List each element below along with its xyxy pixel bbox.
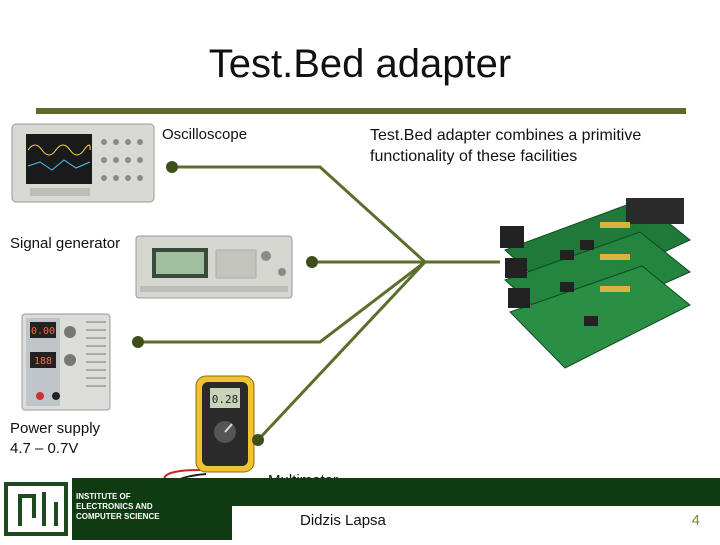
presenter-name: Didzis Lapsa: [300, 512, 386, 529]
connection-endpoints: [132, 161, 318, 446]
power-supply-range: 4.7 – 0.7V: [10, 440, 79, 457]
adapter-description-line2: functionality of these facilities: [370, 148, 578, 165]
adapter-description: Test.Bed adapter combines a primitive fu…: [370, 125, 641, 167]
multimeter-image: 0.28: [163, 375, 271, 505]
institute-logo: [0, 478, 72, 540]
connection-wires: [138, 165, 500, 442]
svg-text:0.00: 0.00: [31, 326, 55, 337]
testbed-adapter-image: [500, 198, 691, 369]
institute-name-line1: INSTITUTE OF: [76, 492, 131, 501]
institute-name-line3: COMPUTER SCIENCE: [76, 512, 160, 521]
slide-title: Test.Bed adapter: [208, 42, 512, 86]
oscilloscope-label: Oscilloscope: [162, 126, 248, 143]
signal-generator-image: [135, 235, 293, 299]
svg-text:0.28: 0.28: [212, 393, 239, 406]
page-number: 4: [691, 512, 700, 529]
power-supply-label: Power supply: [10, 420, 101, 437]
footer-panel: [232, 506, 720, 540]
signal-generator-label: Signal generator: [10, 235, 121, 252]
adapter-description-line1: Test.Bed adapter combines a primitive: [370, 127, 642, 144]
institute-name: INSTITUTE OF ELECTRONICS AND COMPUTER SC…: [76, 492, 160, 522]
institute-logo-icon: [4, 482, 68, 536]
title-divider: [36, 108, 686, 114]
power-supply-image: 0.00 188: [21, 313, 111, 411]
oscilloscope-image: [11, 123, 155, 203]
svg-text:188: 188: [34, 356, 52, 367]
institute-name-line2: ELECTRONICS AND: [76, 502, 153, 511]
